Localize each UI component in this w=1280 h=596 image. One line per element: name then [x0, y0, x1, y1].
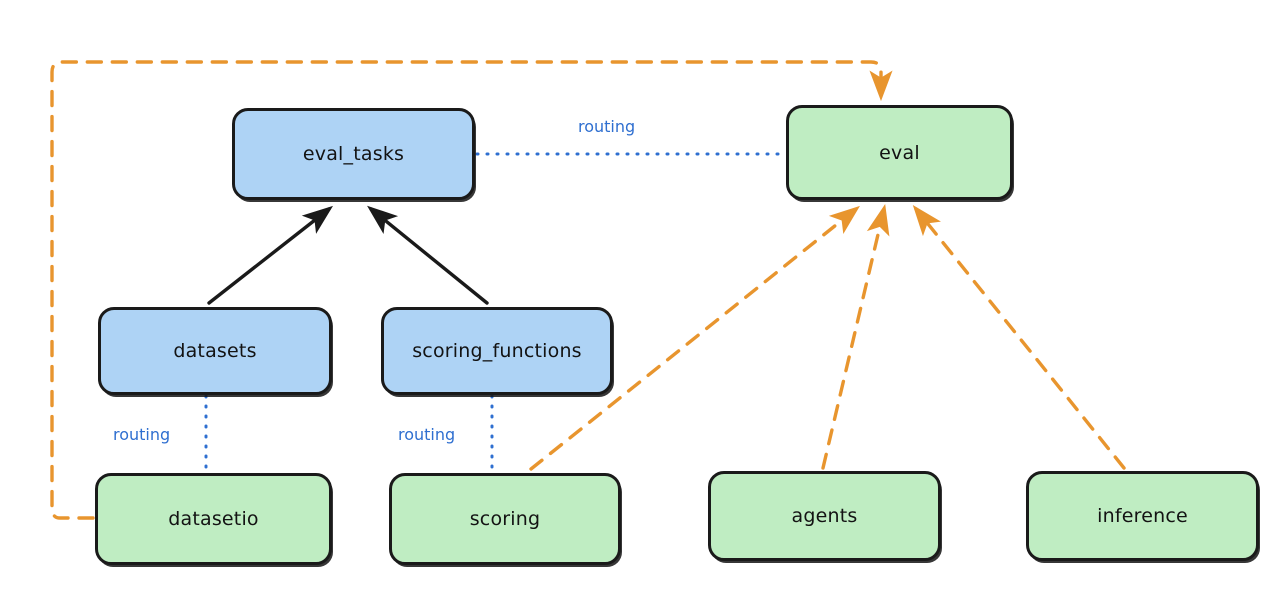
edge-inference-to-eval	[912, 205, 1126, 470]
edge-scoring-to-eval	[529, 205, 860, 471]
node-label-agents: agents	[791, 505, 858, 527]
node-datasets[interactable]: datasets	[98, 307, 332, 395]
node-eval-tasks[interactable]: eval_tasks	[232, 108, 475, 200]
node-eval[interactable]: eval	[786, 105, 1013, 200]
node-inference[interactable]: inference	[1026, 471, 1259, 561]
node-label-datasets: datasets	[173, 340, 257, 362]
node-label-scoring: scoring	[469, 508, 541, 530]
node-scoring[interactable]: scoring	[389, 473, 621, 565]
edge-label-routing-datasets-datasetio: routing	[113, 425, 171, 444]
edge-datasets-to-eval-tasks	[207, 205, 334, 305]
edge-label-routing-scoring-functions-scoring: routing	[398, 425, 456, 444]
node-label-eval-tasks: eval_tasks	[302, 143, 405, 165]
edge-scoring-functions-to-eval-tasks	[367, 205, 489, 305]
node-label-inference: inference	[1097, 505, 1188, 527]
node-label-eval: eval	[879, 141, 920, 164]
edge-agents-to-eval	[821, 204, 890, 470]
edge-label-routing-eval-tasks-eval: routing	[578, 117, 636, 136]
node-label-datasetio: datasetio	[168, 508, 259, 530]
node-agents[interactable]: agents	[708, 471, 941, 561]
node-label-scoring-functions: scoring_functions	[412, 340, 582, 362]
node-datasetio[interactable]: datasetio	[95, 473, 332, 565]
edge-datasetio-to-eval	[50, 60, 893, 520]
node-scoring-functions[interactable]: scoring_functions	[381, 307, 613, 395]
